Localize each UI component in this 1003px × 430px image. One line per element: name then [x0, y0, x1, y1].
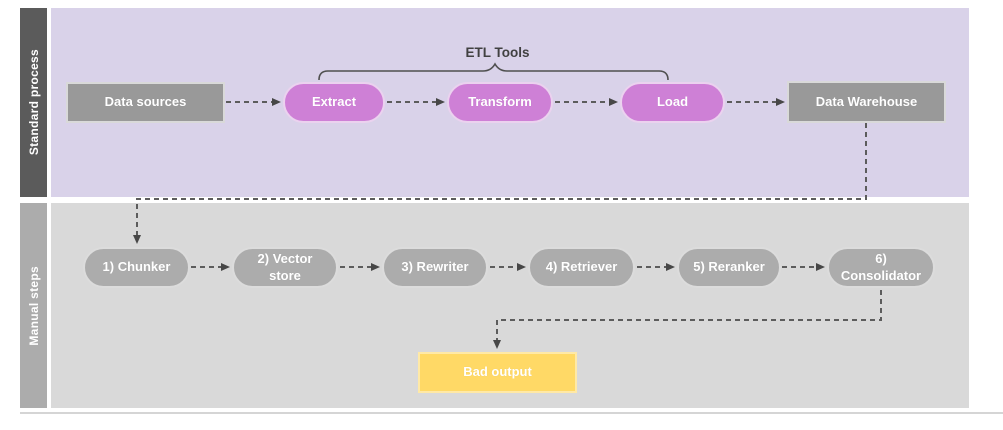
- node-load: Load: [620, 82, 725, 123]
- node-extract: Extract: [283, 82, 385, 123]
- node-consolidator: 6) Consolidator: [827, 247, 935, 288]
- etl-tools-label: ETL Tools: [465, 45, 530, 60]
- bottom-border-line: [20, 412, 1003, 414]
- node-reranker: 5) Reranker: [677, 247, 781, 288]
- manual-steps-lane-label: Manual steps: [26, 265, 41, 346]
- node-data-warehouse: Data Warehouse: [787, 81, 946, 123]
- standard-process-lane-header: Standard process: [20, 8, 47, 197]
- node-bad-output: Bad output: [418, 352, 577, 393]
- node-data-sources: Data sources: [66, 82, 225, 123]
- node-chunker: 1) Chunker: [83, 247, 190, 288]
- manual-steps-lane-header: Manual steps: [20, 203, 47, 408]
- node-rewriter: 3) Rewriter: [382, 247, 488, 288]
- node-retriever: 4) Retriever: [528, 247, 635, 288]
- node-vector-store: 2) Vector store: [232, 247, 338, 288]
- node-transform: Transform: [447, 82, 553, 123]
- standard-process-lane-label: Standard process: [26, 49, 41, 156]
